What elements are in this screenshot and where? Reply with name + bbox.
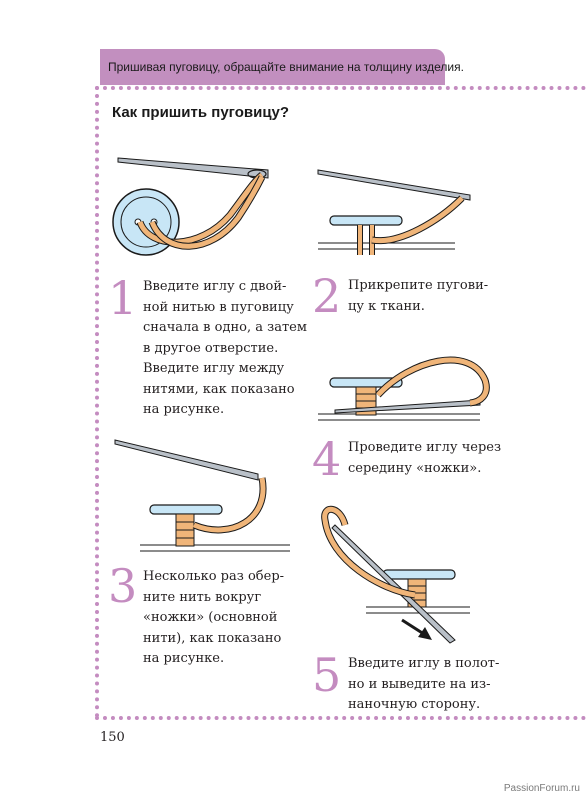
step-2-number: 2 xyxy=(312,269,342,323)
dotted-border-top xyxy=(95,86,586,90)
illustration-step-2 xyxy=(317,169,471,255)
step-4-number: 4 xyxy=(312,432,342,486)
section-heading: Как пришить пуговицу? xyxy=(112,104,290,121)
illustration-step-1 xyxy=(112,157,269,256)
dotted-border-bottom xyxy=(95,716,586,720)
step-4-text: Проведите иглу через середину «ножки». xyxy=(348,440,502,476)
page-number: 150 xyxy=(100,730,125,745)
step-5-number: 5 xyxy=(312,648,342,702)
step-2-text: Прикрепите пугови- цу к ткани. xyxy=(348,278,489,314)
step-5-text: Введите иглу в полот- но и выведите на и… xyxy=(348,656,500,712)
dotted-border-left xyxy=(95,86,99,718)
illustration-step-3 xyxy=(114,439,290,552)
step-1-number: 1 xyxy=(108,271,138,325)
tip-banner: Пришивая пуговицу, обращайте внимание на… xyxy=(100,49,464,85)
illustration-step-5 xyxy=(321,505,470,644)
illustration-step-4 xyxy=(318,356,490,421)
step-3-number: 3 xyxy=(108,559,138,613)
step-1-text: Введите иглу с двой- ной нитью в пуговиц… xyxy=(143,279,307,417)
step-3-text: Несколько раз обер- ните нить вокруг «но… xyxy=(143,569,285,666)
tip-banner-text: Пришивая пуговицу, обращайте внимание на… xyxy=(108,60,464,74)
watermark: PassionForum.ru xyxy=(503,783,580,794)
